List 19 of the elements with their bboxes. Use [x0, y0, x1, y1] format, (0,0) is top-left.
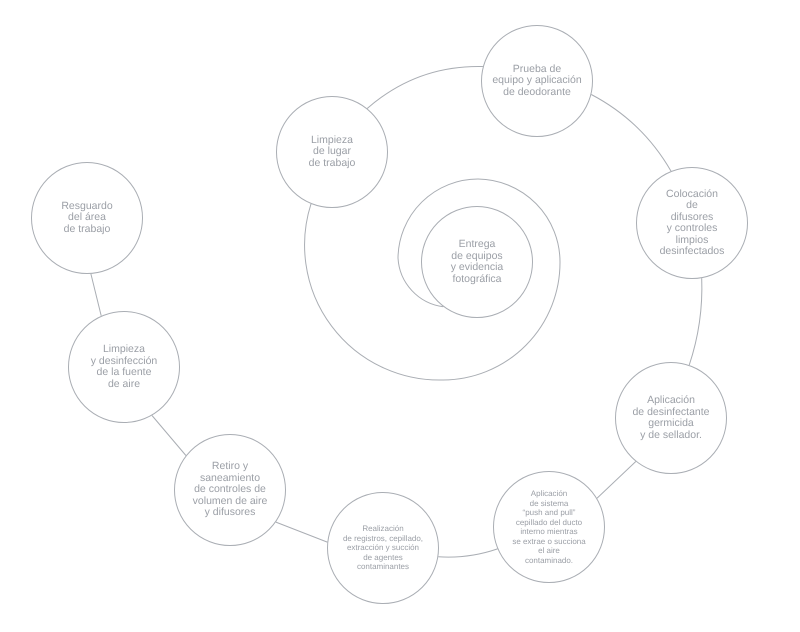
step-text: Aplicación de desinfectante germicida y de sellador.	[632, 395, 710, 441]
connector-line	[688, 278, 702, 366]
step-text: Limpieza y desinfección de la fuente de aire	[90, 344, 158, 390]
step-text: Realización de registros, cepillado, extracción y succión de agentes contaminantes	[342, 524, 424, 572]
step-text: Entrega de equipos y evidencia fotográfica	[450, 239, 504, 285]
spiral-connector	[304, 178, 560, 380]
step-text: Limpieza de lugar de trabajo	[308, 134, 356, 170]
step-text: Colocación de difusores y controles limpios desinfectados	[660, 188, 724, 258]
step-text: Resguardo del área de trabajo	[61, 200, 113, 236]
connector-line	[438, 548, 498, 558]
connector-line	[275, 522, 328, 543]
connector-line	[366, 66, 484, 109]
step-text: Aplicación de sistema “push and pull” cepillado del ducto interno mientras se extrae o succiona el aire contaminado.	[512, 489, 586, 565]
connector-line	[590, 94, 672, 172]
connector-line	[90, 273, 102, 316]
step-text: Prueba de equipo y aplicación de deodorante	[492, 64, 582, 98]
connector-line	[596, 461, 636, 499]
connector-line	[152, 415, 186, 456]
step-text: Retiro y saneamiento de controles de volumen de aire y difusores	[192, 461, 268, 519]
